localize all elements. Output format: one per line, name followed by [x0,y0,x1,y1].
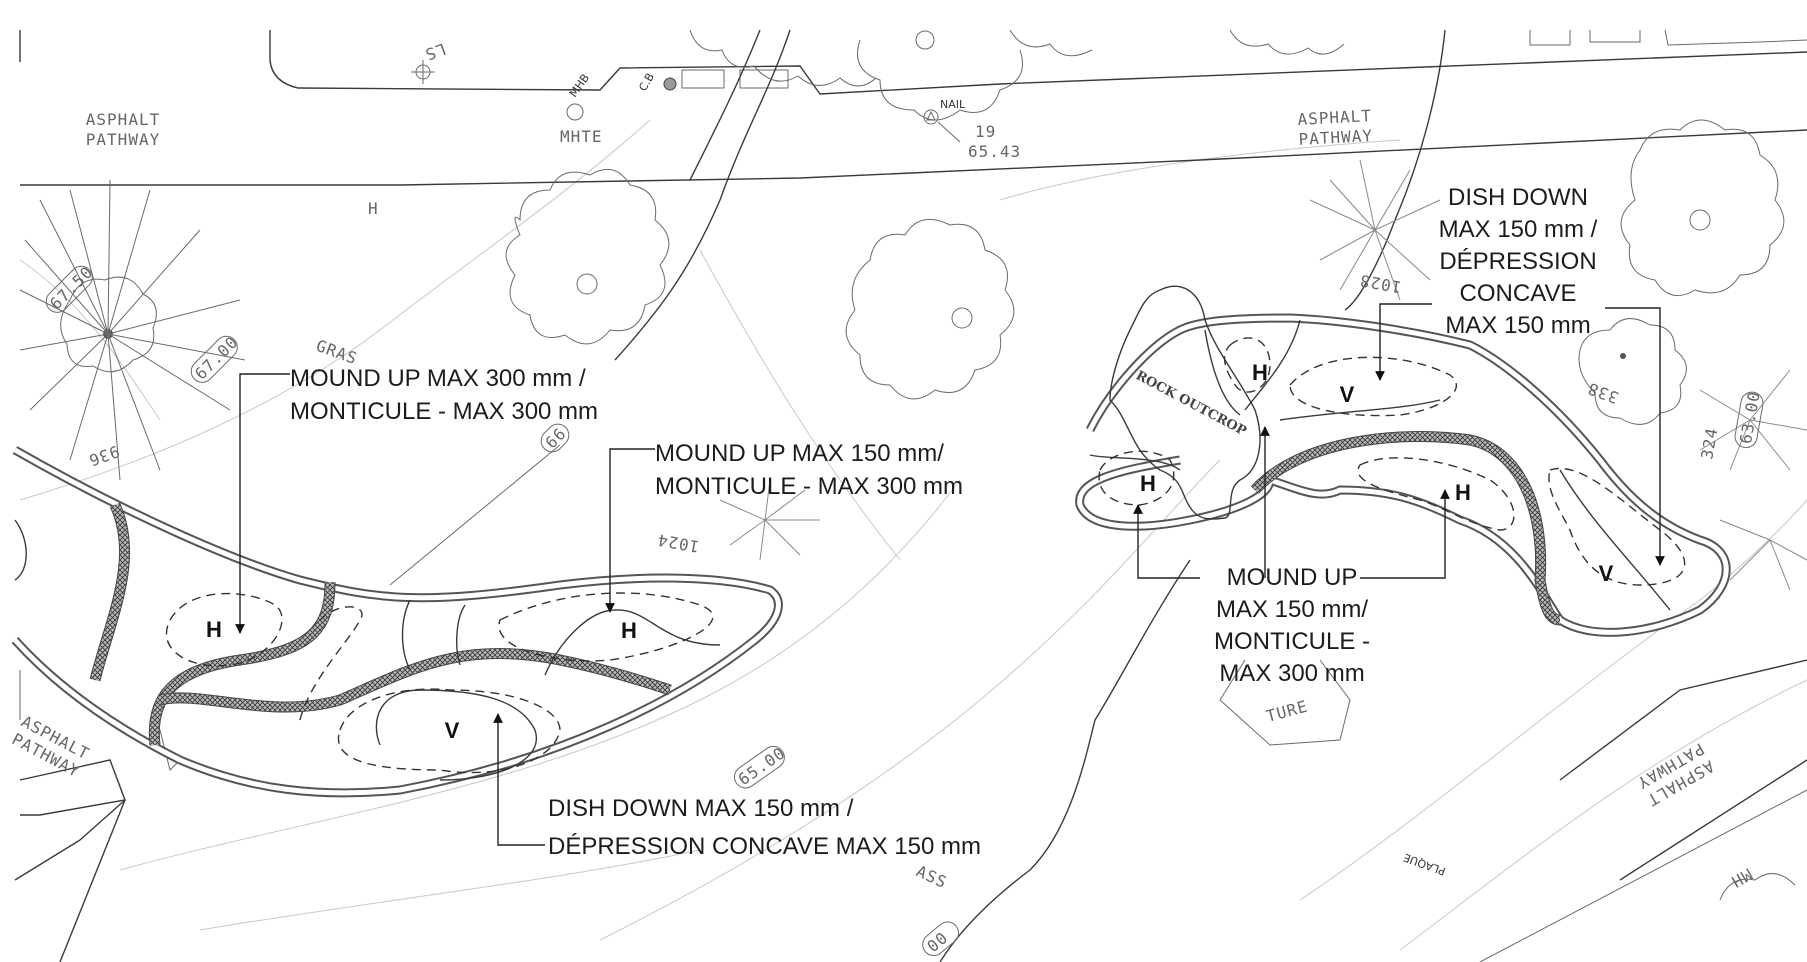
asphalt-pathway-label-top-right: ASPHALTPATHWAY [1297,106,1373,149]
top-curb-and-fences [19,29,1807,361]
nail-label: NAIL [940,98,966,111]
contour-label-63-00: 63.00 [1734,390,1764,449]
scalloped-trees [505,119,1796,901]
background-contours [19,119,1807,951]
mh-label: MH [1728,865,1756,892]
starburst-tree [19,179,246,481]
zone-h-left-1: H [206,617,222,642]
zone-h-left-2: H [621,618,637,643]
tree-number-324: 324 [1697,426,1721,461]
note-dish-down-left: DISH DOWN MAX 150 mm /DÉPRESSION CONCAVE… [548,795,981,860]
spiky-trees [719,159,1807,591]
zone-v-left: V [445,718,460,743]
top-tree-canopies [689,29,1345,121]
asphalt-pathway-label-bottom-left: ASPHALTPATHWAY [9,712,93,781]
mhte-label: MHTE [560,127,603,146]
plaque-label: PLAQUE [1402,851,1448,878]
grass-label-2: ASS [913,861,950,892]
note-mound-up-300: MOUND UP MAX 300 mm /MONTICULE - MAX 300… [290,365,598,425]
h-marker-label: H [368,199,379,218]
right-planting-bed [1075,285,1731,637]
note-mound-up-150-left: MOUND UP MAX 150 mm/MONTICULE - MAX 300 … [655,440,963,500]
grass-label-1: GRAS [314,336,360,368]
tree-number-1028: 1028 [1358,271,1403,297]
zone-v-right-2: V [1599,561,1614,586]
nail-number: 19 [975,122,996,141]
zone-h-right-2: H [1252,360,1268,385]
contour-label-67-00: 67.00 [190,332,242,383]
basemap-lines [14,444,1807,962]
tree-number-1024: 1024 [656,530,701,556]
rock-outcrop-label: ROCK OUTCROP [1133,368,1249,439]
zone-v-right-1: V [1340,382,1355,407]
tree-number-338: 338 [1585,379,1621,408]
contour-label-65-00: 65.00 [734,743,789,789]
structure-label: TURE [1264,697,1310,726]
zone-markers: H H V H H H V V [206,360,1614,743]
nail-elevation: 65.43 [968,142,1021,161]
svg-text:63.00: 63.00 [1736,390,1764,446]
contour-label-67-50: 67.50 [45,262,97,313]
zone-h-right-1: H [1140,471,1156,496]
contour-label-66: 66 [540,424,570,453]
grading-notes: MOUND UP MAX 300 mm /MONTICULE - MAX 300… [290,184,1598,860]
ls-label: LS [422,39,448,64]
asphalt-pathway-label-bottom-right: ASPHALTPATHWAY [1634,739,1718,810]
tree-number-936: 936 [86,441,122,470]
survey-nail-marker [923,109,961,143]
left-planting-bed [11,446,783,798]
leader-lines [235,303,1665,846]
zone-h-right-3: H [1455,480,1471,505]
mhb-label: MHB [567,72,592,100]
cb-label: C.B [636,71,657,94]
svg-text:67.50: 67.50 [46,262,97,313]
